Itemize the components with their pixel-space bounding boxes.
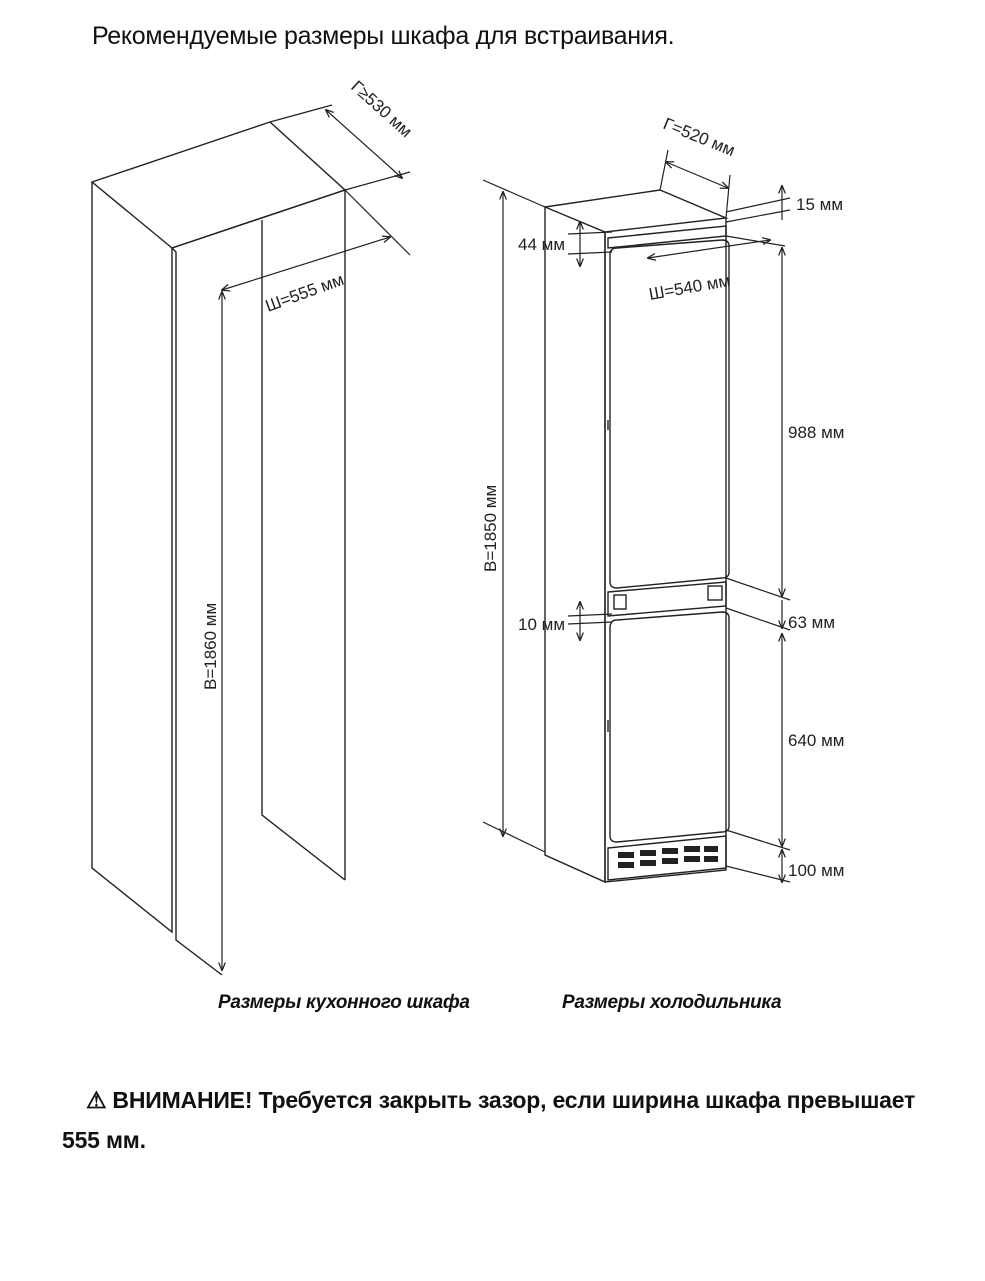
fridge-middle-hinge-right: [707, 585, 723, 601]
fridge-middle-panel: [607, 581, 727, 617]
right-dimension-chain: [725, 186, 791, 882]
fridge-height-label: В=1850 мм: [481, 485, 500, 572]
cabinet-height-label: В=1860 мм: [201, 603, 220, 690]
page-title: Рекомендуемые размеры шкафа для встраива…: [92, 22, 675, 50]
fridge-upper-door: [609, 239, 730, 589]
warning-triangle-icon: ⚠: [86, 1087, 107, 1113]
cabinet-front-edge: [171, 247, 223, 976]
cabinet-left-panel: [91, 182, 173, 934]
cabinet-back-edge: [261, 220, 346, 881]
top-gap-label: 15 мм: [796, 195, 843, 214]
fridge-depth-label: Г=520 мм: [661, 114, 738, 160]
middle-gap-label: 10 мм: [518, 615, 565, 634]
upper-door-label: 988 мм: [788, 423, 844, 442]
bottom-label: 100 мм: [788, 861, 844, 880]
cabinet-caption: Размеры кухонного шкафа: [218, 992, 470, 1013]
cabinet-depth-dimension: [269, 104, 411, 191]
cabinet-width-dimension: [222, 189, 411, 290]
middle-gap-dimension: [567, 602, 613, 640]
cabinet-depth-label: Г≥530 мм: [347, 77, 415, 141]
cabinet-width-label: Ш=555 мм: [263, 270, 347, 316]
fridge-drawing: [542, 189, 730, 884]
fridge-width-dimension: [648, 235, 786, 258]
top-door-offset-dimension: [567, 222, 613, 266]
fridge-caption: Размеры холодильника: [562, 992, 782, 1013]
warning-note: ⚠ВНИМАНИЕ! Требуется закрыть зазор, если…: [62, 1080, 922, 1160]
top-door-offset-label: 44 мм: [518, 235, 565, 254]
middle-panel-label: 63 мм: [788, 613, 835, 632]
fridge-lower-door: [609, 611, 730, 843]
fridge-height-dimension: [482, 179, 546, 853]
fridge-side: [544, 207, 606, 884]
fridge-front: [604, 218, 727, 883]
lower-door-label: 640 мм: [788, 731, 844, 750]
cabinet-top-panel: [90, 121, 347, 249]
fridge-width-label: Ш=540 мм: [647, 271, 731, 304]
fridge-depth-dimension: [659, 149, 731, 219]
warning-text: Требуется закрыть зазор, если ширина шка…: [62, 1087, 916, 1153]
fridge-middle-hinge: [613, 594, 627, 610]
fridge-vent-grille: [618, 846, 718, 868]
warning-heading: ВНИМАНИЕ!: [112, 1087, 253, 1113]
fridge-base: [607, 835, 727, 881]
fridge-top: [542, 189, 729, 233]
cabinet-drawing: [90, 121, 347, 976]
